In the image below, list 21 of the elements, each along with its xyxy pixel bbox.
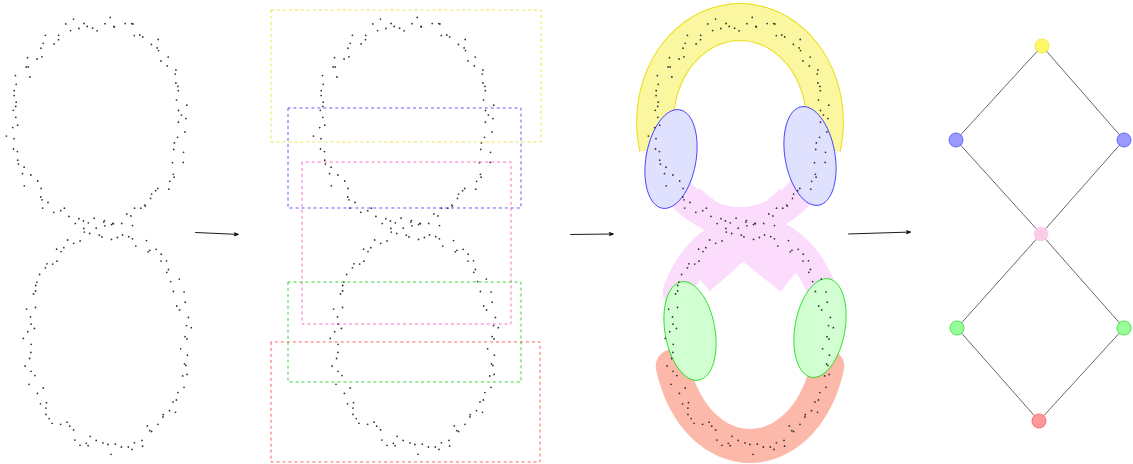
clusters-drawing: [636, 3, 847, 463]
vertex-circle: [1033, 226, 1049, 242]
cover-drawing: [270, 9, 542, 463]
vertex-circle: [1031, 413, 1047, 429]
vertex-circle: [1116, 320, 1132, 336]
vertex-circle: [949, 320, 965, 336]
graph-edge: [961, 239, 1037, 323]
arrow: [194, 232, 239, 237]
graph-edge: [960, 145, 1037, 229]
graph-edge: [961, 333, 1035, 416]
vertex-circle: [1116, 132, 1132, 148]
vertex-circle: [948, 132, 964, 148]
graph-edge: [1045, 239, 1120, 323]
graph-edge: [960, 51, 1038, 135]
graph-edge: [1043, 333, 1120, 416]
graph-edge: [1046, 51, 1120, 135]
arrow: [847, 230, 912, 235]
graph-edge: [1045, 145, 1120, 229]
arrow: [569, 232, 614, 236]
point-cloud-drawing: [5, 16, 193, 456]
vertex-circle: [1034, 38, 1050, 54]
